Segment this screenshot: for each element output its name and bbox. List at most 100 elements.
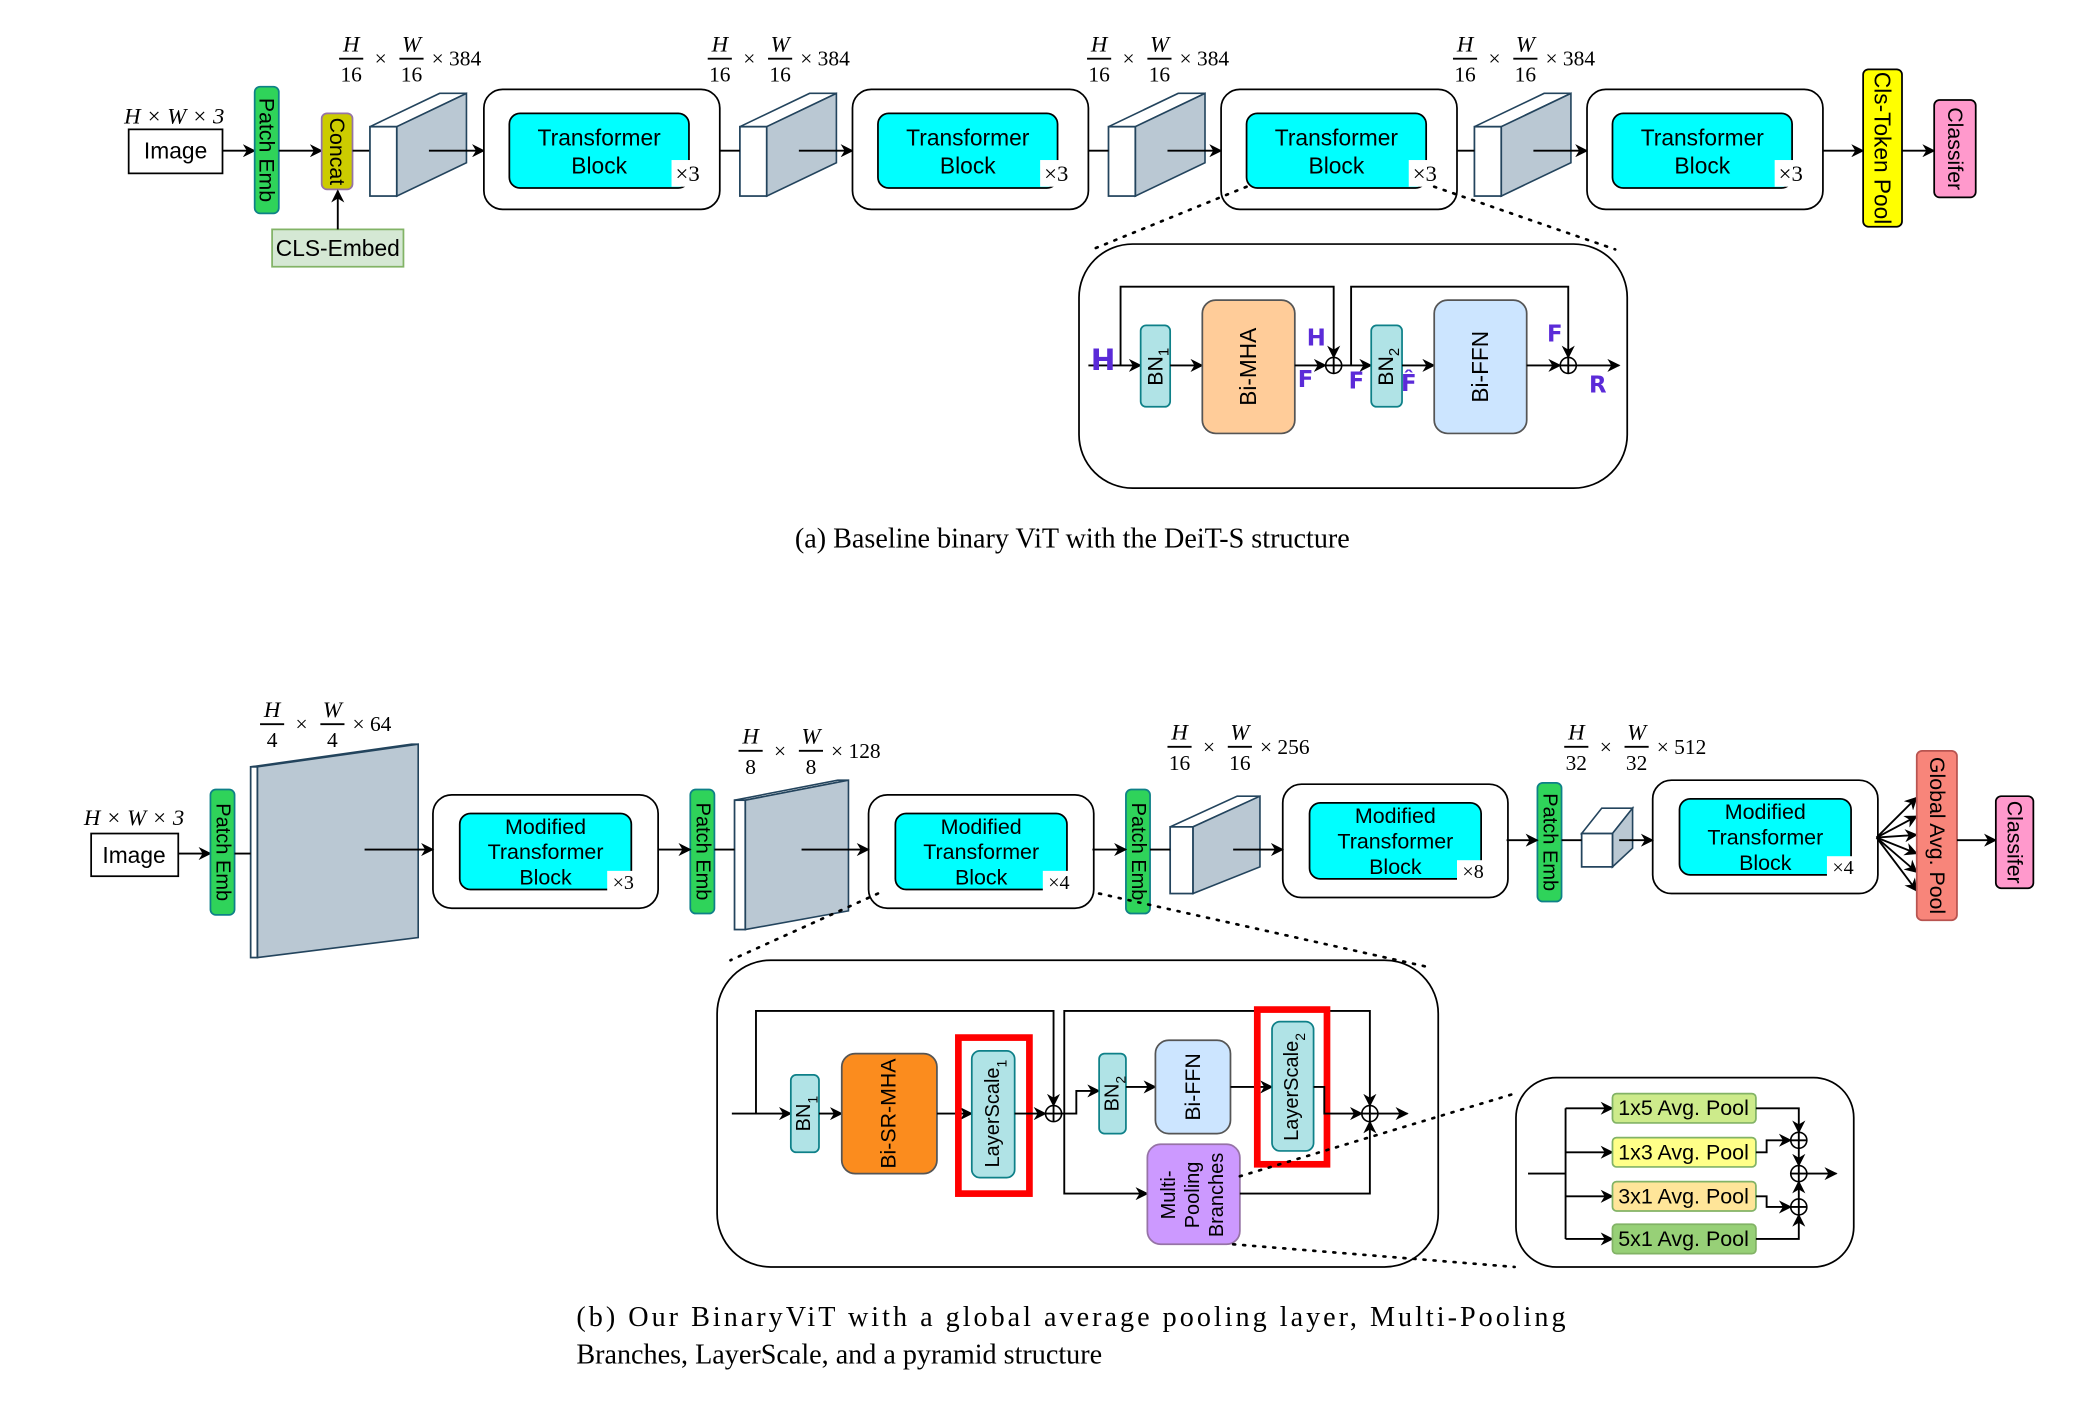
avg-pool-label: 3x1 Avg. Pool [1618,1184,1749,1208]
highlight-layerscale2 [1253,1006,1331,1168]
dim-channels: × 64 [353,712,392,736]
feature-map-front [1473,125,1503,197]
block-label: Block [955,866,1008,890]
patch-emb-box [209,788,236,916]
patch-emb-box-label: Patch Emb [211,803,233,901]
dim-numerator: H [1090,32,1109,57]
bn2-label: BN2 [1374,348,1403,386]
feature-map-front [1580,832,1614,868]
concat-box-label: Concat [325,118,349,186]
avg-pool-label: 5x1 Avg. Pool [1618,1227,1749,1251]
block-label: Transformer [1337,830,1453,854]
block-label: Modified [505,815,586,839]
bi-ffn-label: Bi-FFN [1181,1053,1205,1121]
bi-ffn-box [1154,1039,1232,1135]
dim-denominator: 8 [745,755,756,779]
bn2-box [1098,1052,1127,1135]
dim-channels: × 384 [432,47,482,71]
cls-token-pool-box [1862,68,1903,228]
zoom-guide-line [1097,892,1429,969]
skip-connection [755,1009,1061,1114]
modified-transformer-block [1678,797,1852,876]
dim-denominator: 8 [806,755,817,779]
feature-map-side [744,779,850,931]
cls-embed-box [271,228,405,268]
dim-denominator: 16 [1454,63,1476,87]
dim-channels: × 512 [1657,735,1707,759]
dim-times: × [296,712,308,736]
repeat-count: ×3 [1779,161,1803,186]
bn2-label: BN2 [1101,1076,1128,1112]
add-icon-cross [1790,1132,1807,1149]
dim-numerator: W [1627,720,1648,745]
feature-map-side [1192,794,1261,895]
dim-times: × [1488,47,1500,71]
layerscale2-label-subscript: 2 [1292,1033,1308,1041]
handwritten-annotation: F [1547,322,1563,348]
repeat-bg [1774,160,1807,187]
dim-denominator: 32 [1566,751,1587,775]
zoom-guide-line [1432,185,1617,251]
dim-denominator: 4 [267,728,278,752]
layerscale2-label-base: LayerScale [1281,1041,1303,1141]
block-label: Modified [941,815,1022,839]
dim-denominator: 16 [1088,63,1110,87]
skip-connection [1350,285,1575,366]
skip-connection [1063,1009,1377,1114]
feature-map-front [369,125,398,197]
connector [1313,1085,1364,1121]
fan-arrow [1876,836,1918,856]
connector [1755,1107,1806,1134]
repeat-count: ×4 [1832,857,1853,879]
repeat-bg [607,870,640,895]
block-label: Modified [1355,804,1436,828]
zoom-guide-line [1091,185,1248,251]
bn1-label: BN1 [793,1096,820,1132]
repeat-bg [1826,856,1860,881]
repeat-count: ×8 [1462,861,1483,883]
patch-emb-box-label: Patch Emb [1127,803,1149,901]
repeat-count: ×3 [675,161,699,186]
block-label: Transformer [923,840,1039,864]
dim-numerator: W [1516,32,1537,57]
repeat-count: ×3 [1413,161,1437,186]
cls-embed-label: CLS-Embed [276,235,400,261]
connector [1528,1108,1567,1239]
feature-map-front [1169,825,1194,895]
block-label: Modified [1725,800,1806,824]
connector [1755,1133,1793,1154]
dim-numerator: H [1456,32,1475,57]
dim-denominator: 16 [1229,751,1251,775]
dim-times: × [1123,47,1135,71]
classifier-box [1933,99,1977,199]
dim-channels: × 256 [1260,735,1310,759]
repeat-count: ×3 [1044,161,1068,186]
bi-mha-box [1201,299,1296,435]
transformer-block [508,112,690,189]
dim-denominator: 32 [1626,751,1647,775]
modified-transformer-block [1308,801,1482,880]
zoom-guide-line [729,892,880,962]
feature-map-front [1107,125,1137,197]
fan-arrow [1876,815,1918,839]
block-label: Block [1739,851,1792,875]
image-label: Image [144,138,207,164]
add-icon-cross [1790,1198,1807,1215]
dim-times: × [1203,735,1215,759]
layerscale1-label-base: LayerScale [982,1067,1004,1167]
add-icon-cross [1560,357,1577,374]
caption-a: (a) Baseline binary ViT with the DeiT-S … [795,523,1350,554]
connector [1061,1084,1101,1115]
dim-numerator: H [741,724,760,749]
add-icon-cross [1790,1165,1807,1182]
dim-numerator: W [771,32,792,57]
caption-b-line1: (b) Our BinaryViT with a global average … [576,1302,1565,1333]
repeat-count: ×4 [1048,872,1069,894]
dim-times: × [375,47,387,71]
transformer-block [877,112,1059,189]
feature-map-front [249,765,259,959]
dim-numerator: W [801,724,822,749]
transformer-block-label: Transformer [1275,124,1399,150]
